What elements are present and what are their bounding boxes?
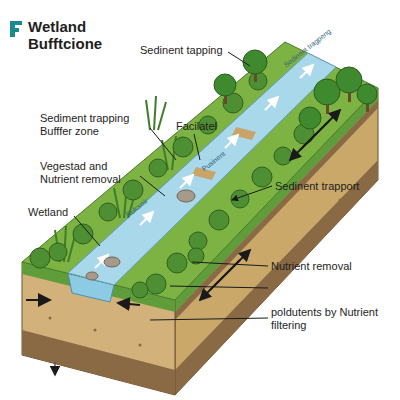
- leader-lines: [74, 52, 272, 320]
- callout-label: Wetland: [28, 206, 98, 219]
- callout-label: Sedinent trapport: [275, 180, 385, 193]
- callout-label: Nutrient removal: [271, 260, 381, 273]
- callout-label: Sediment trapping Bufffer zone: [40, 112, 152, 138]
- flow-arrows: [95, 65, 313, 268]
- callout-label: Facilatel: [176, 120, 246, 133]
- logo: [10, 21, 22, 37]
- diagram-title: Wetland Bufftcione: [28, 18, 123, 52]
- callout-label: Vegestad and Nutrient removal: [40, 160, 145, 186]
- front-face: [22, 262, 175, 395]
- callout-label: poldutents by Nutrient filtering: [271, 306, 389, 332]
- callout-label: Sedinent tapping: [140, 44, 250, 57]
